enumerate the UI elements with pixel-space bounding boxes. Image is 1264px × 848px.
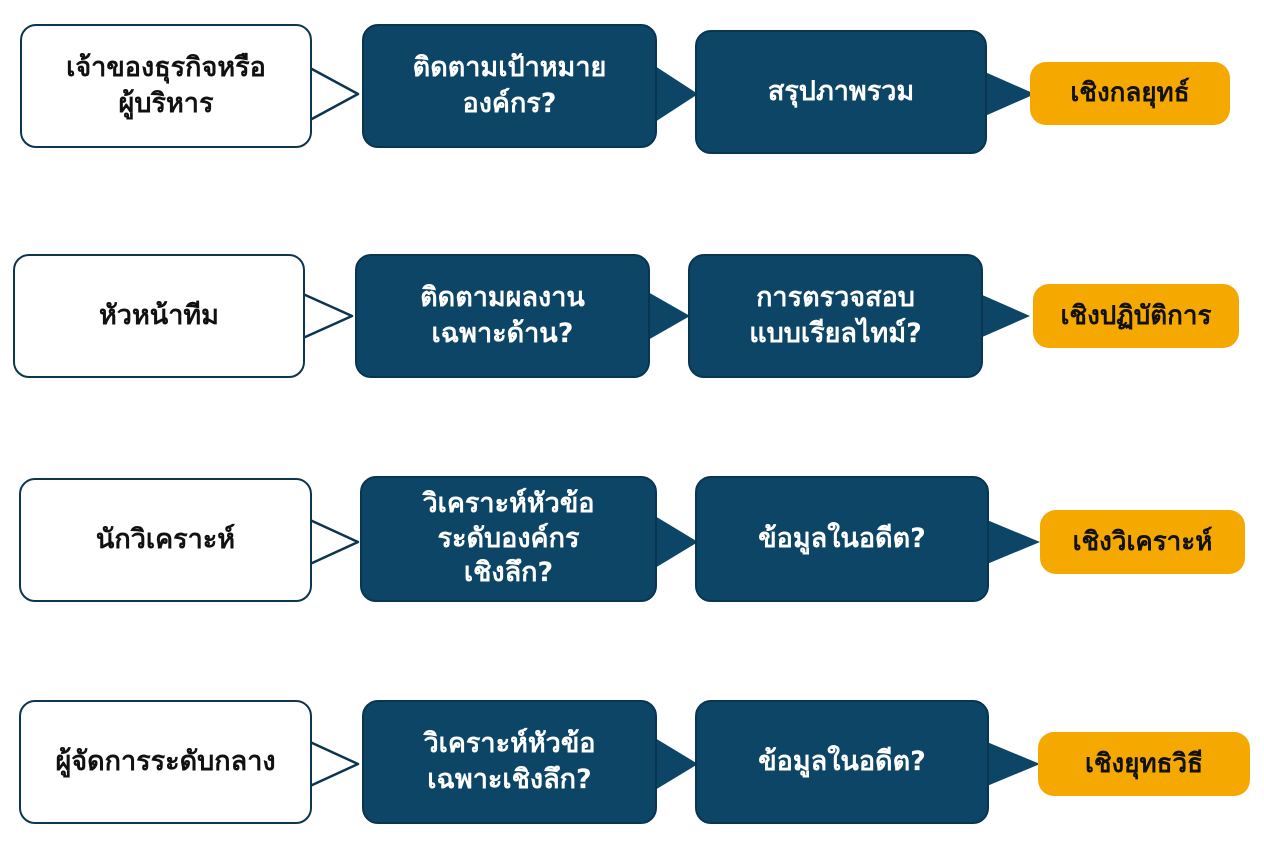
question-box-secondary: สรุปภาพรวม [695, 30, 987, 154]
flow-row-1: เจ้าของธุรกิจหรือ ผู้บริหาร ติดตามเป้าหม… [0, 22, 1264, 154]
role-box: ผู้จัดการระดับกลาง [19, 700, 312, 824]
role-box: หัวหน้าทีม [13, 254, 305, 378]
dashboard-type-badge: เชิงกลยุทธ์ [1030, 62, 1230, 125]
question-box-primary: วิเคราะห์หัวข้อ ระดับองค์กร เชิงลึก? [360, 476, 657, 602]
flow-row-2: หัวหน้าทีม ติดตามผลงาน เฉพาะด้าน? การตรว… [0, 252, 1264, 382]
dashboard-type-badge: เชิงวิเคราะห์ [1040, 510, 1245, 574]
dashboard-type-badge: เชิงปฏิบัติการ [1033, 284, 1239, 348]
question-box-primary: ติดตามเป้าหมาย องค์กร? [362, 24, 657, 148]
flow-row-4: ผู้จัดการระดับกลาง วิเคราะห์หัวข้อ เฉพาะ… [0, 698, 1264, 828]
flow-row-3: นักวิเคราะห์ วิเคราะห์หัวข้อ ระดับองค์กร… [0, 476, 1264, 606]
question-box-primary: วิเคราะห์หัวข้อ เฉพาะเชิงลึก? [362, 700, 657, 824]
role-box: นักวิเคราะห์ [19, 478, 312, 602]
question-box-secondary: ข้อมูลในอดีต? [695, 700, 989, 824]
dashboard-type-badge: เชิงยุทธวิธี [1038, 732, 1250, 796]
question-box-secondary: การตรวจสอบ แบบเรียลไทม์? [688, 254, 983, 378]
question-box-primary: ติดตามผลงาน เฉพาะด้าน? [355, 254, 650, 378]
question-box-secondary: ข้อมูลในอดีต? [695, 476, 989, 602]
role-box: เจ้าของธุรกิจหรือ ผู้บริหาร [20, 24, 312, 148]
